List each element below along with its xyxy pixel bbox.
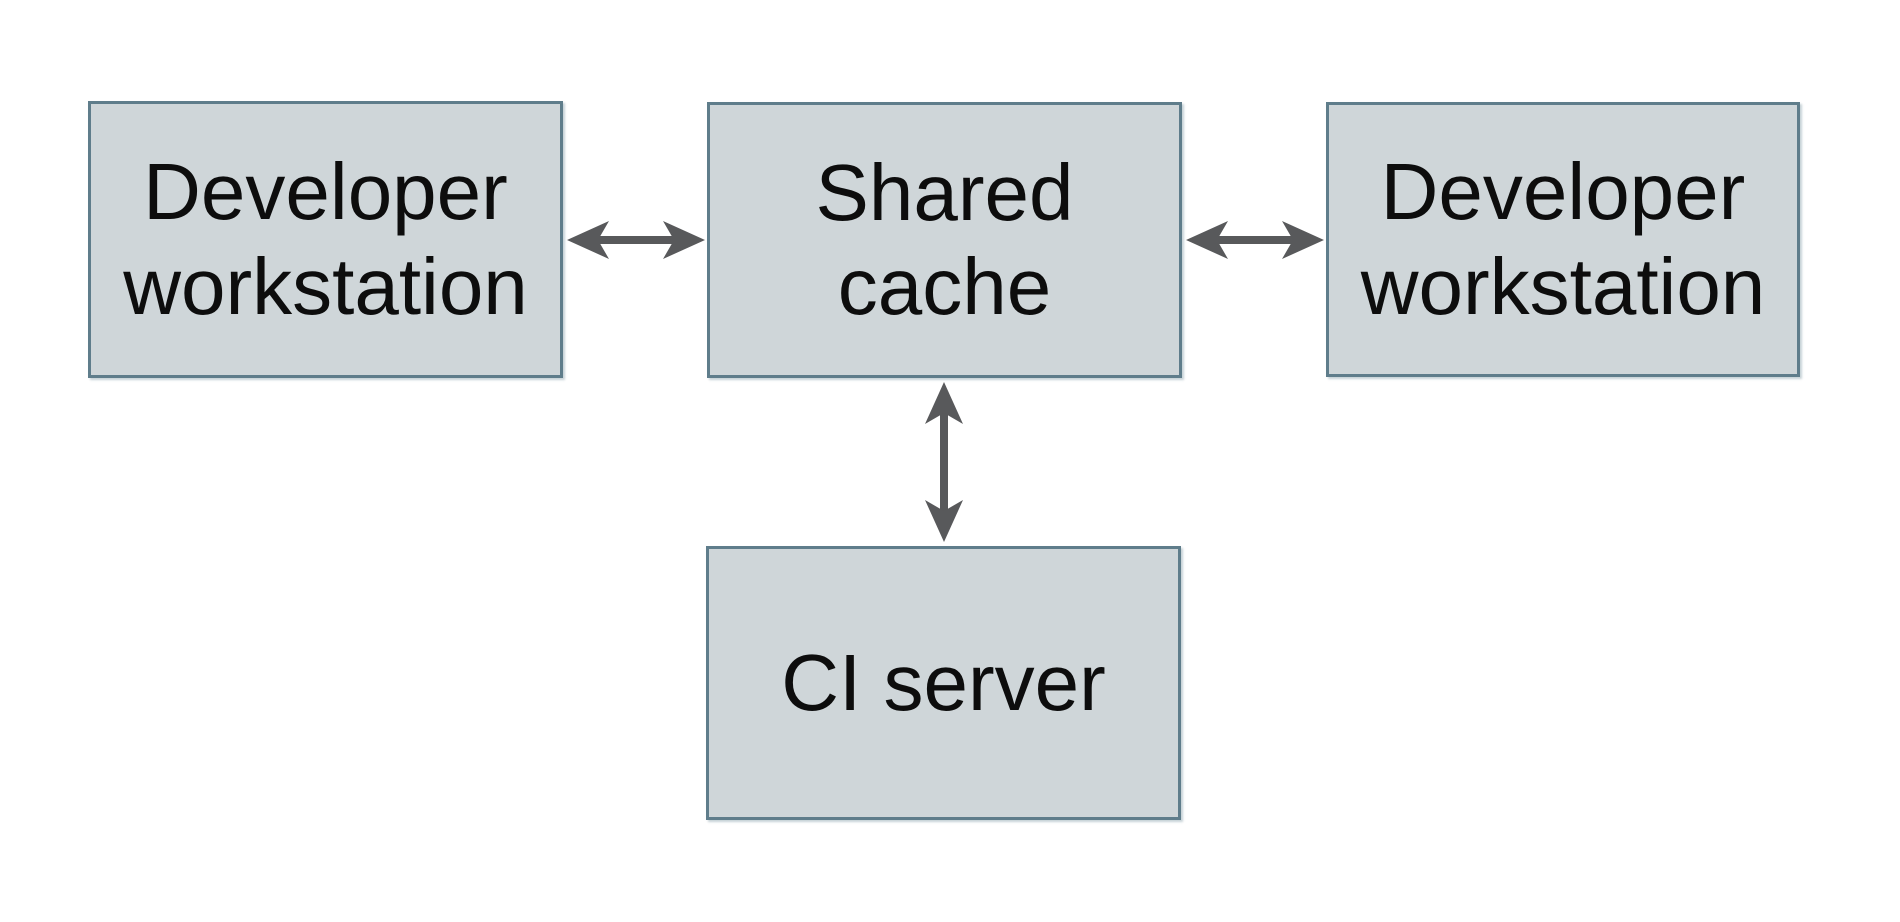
node-ci-server-label: CI server xyxy=(781,637,1106,727)
node-ci-server: CI server xyxy=(706,546,1181,820)
node-shared-cache: Shared cache xyxy=(707,102,1182,378)
node-developer-workstation-left: Developer workstation xyxy=(88,101,563,378)
node-shared-cache-label: Shared cache xyxy=(815,147,1074,331)
double-arrow-shared-cache-dev-right xyxy=(1186,221,1324,259)
double-arrow-shared-cache-ci-server xyxy=(925,382,963,542)
double-arrow-dev-left-shared-cache xyxy=(567,221,705,259)
node-developer-workstation-right-label: Developer workstation xyxy=(1360,147,1766,331)
node-developer-workstation-right: Developer workstation xyxy=(1326,102,1800,377)
node-developer-workstation-left-label: Developer workstation xyxy=(123,147,528,331)
